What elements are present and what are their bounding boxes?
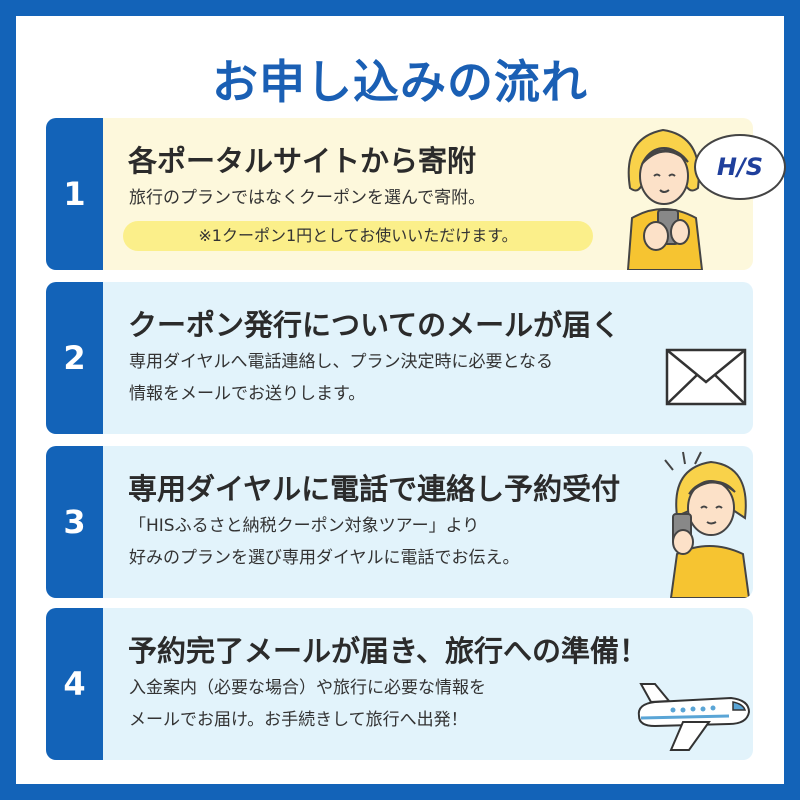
page-title: お申し込みの流れ <box>212 55 588 109</box>
step-4: 4 予約完了メールが届き、旅行への準備！ 入金案内（必要な場合）や旅行に必要な情… <box>46 608 753 760</box>
step-text: 専用ダイヤルへ電話連絡し、プラン決定時に必要となる 情報をメールでお送りします。 <box>129 346 553 410</box>
step-text-line: 専用ダイヤルへ電話連絡し、プラン決定時に必要となる <box>129 352 553 372</box>
woman-calling-icon <box>664 451 751 598</box>
step-body: クーポン発行についてのメールが届く 専用ダイヤルへ電話連絡し、プラン決定時に必要… <box>103 282 753 434</box>
step-text: 旅行のプランではなくクーポンを選んで寄附。 <box>129 182 485 214</box>
content-frame: お申し込みの流れ 1 各ポータルサイトから寄附 旅行のプランではなくクーポンを選… <box>16 16 786 784</box>
step-3: 3 専用ダイヤルに電話で連絡し予約受付 「HISふるさと納税クーポン対象ツアー」… <box>46 446 753 598</box>
step-1: 1 各ポータルサイトから寄附 旅行のプランではなくクーポンを選んで寄附。 ※1ク… <box>46 118 753 270</box>
step-text-line: 入金案内（必要な場合）や旅行に必要な情報を <box>129 678 486 698</box>
woman-with-phone-icon <box>626 128 704 270</box>
step-number: 3 <box>46 446 103 598</box>
step-number: 4 <box>46 608 103 760</box>
step-title: 各ポータルサイトから寄附 <box>128 144 477 178</box>
step-note: ※1クーポン1円としてお使いいただけます。 <box>123 221 593 251</box>
step-body: 予約完了メールが届き、旅行への準備！ 入金案内（必要な場合）や旅行に必要な情報を… <box>103 608 753 760</box>
his-speech-bubble: H/S <box>694 134 786 200</box>
step-2: 2 クーポン発行についてのメールが届く 専用ダイヤルへ電話連絡し、プラン決定時に… <box>46 282 753 434</box>
envelope-icon <box>665 348 747 406</box>
step-text: 入金案内（必要な場合）や旅行に必要な情報を メールでお届け。お手続きして旅行へ出… <box>129 672 486 736</box>
step-body: 各ポータルサイトから寄附 旅行のプランではなくクーポンを選んで寄附。 ※1クーポ… <box>103 118 753 270</box>
step-number: 2 <box>46 282 103 434</box>
step-text-line: 旅行のプランではなくクーポンを選んで寄附。 <box>129 188 486 208</box>
step-text-line: メールでお届け。お手続きして旅行へ出発！ <box>129 710 468 730</box>
step-body: 専用ダイヤルに電話で連絡し予約受付 「HISふるさと納税クーポン対象ツアー」より… <box>103 446 753 598</box>
step-text: 「HISふるさと納税クーポン対象ツアー」より 好みのプランを選び専用ダイヤルに電… <box>129 510 520 574</box>
step-text-line: 情報をメールでお送りします。 <box>129 384 366 404</box>
step-number: 1 <box>46 118 103 270</box>
step-title: 専用ダイヤルに電話で連絡し予約受付 <box>128 472 621 506</box>
step-text-line: 好みのプランを選び専用ダイヤルに電話でお伝え。 <box>129 548 520 568</box>
step-text-line: 「HISふるさと納税クーポン対象ツアー」より <box>129 516 480 536</box>
step-title: クーポン発行についてのメールが届く <box>128 308 621 342</box>
airplane-icon <box>637 683 751 751</box>
step-title: 予約完了メールが届き、旅行への準備！ <box>128 634 648 668</box>
